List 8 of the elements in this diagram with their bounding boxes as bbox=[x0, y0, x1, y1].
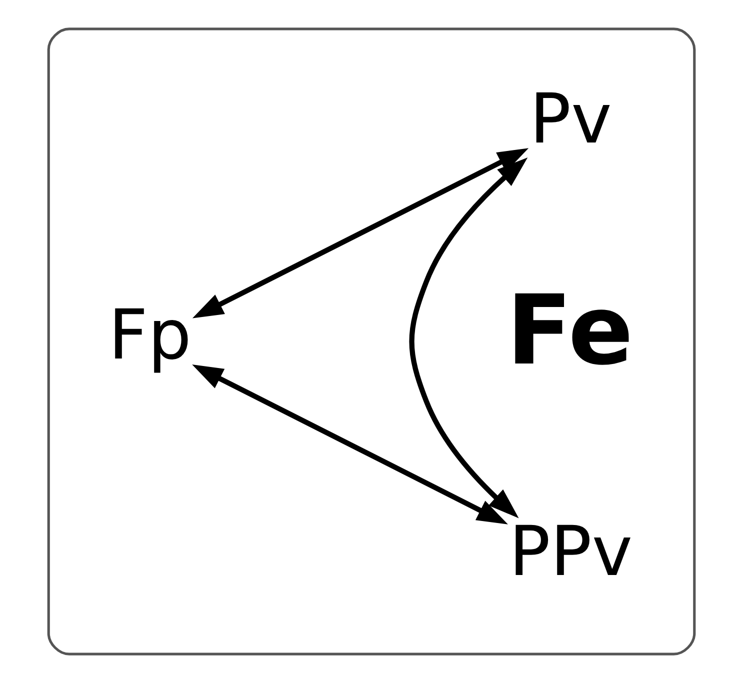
arrow bbox=[192, 148, 528, 318]
label: Fe bbox=[506, 274, 633, 386]
node-text: Pv bbox=[529, 79, 612, 160]
arrow bbox=[408, 158, 528, 518]
node-text: Fp bbox=[108, 296, 191, 376]
cluster bbox=[46, 28, 696, 656]
arrow bbox=[192, 364, 508, 524]
node-text: PPv bbox=[508, 512, 632, 592]
